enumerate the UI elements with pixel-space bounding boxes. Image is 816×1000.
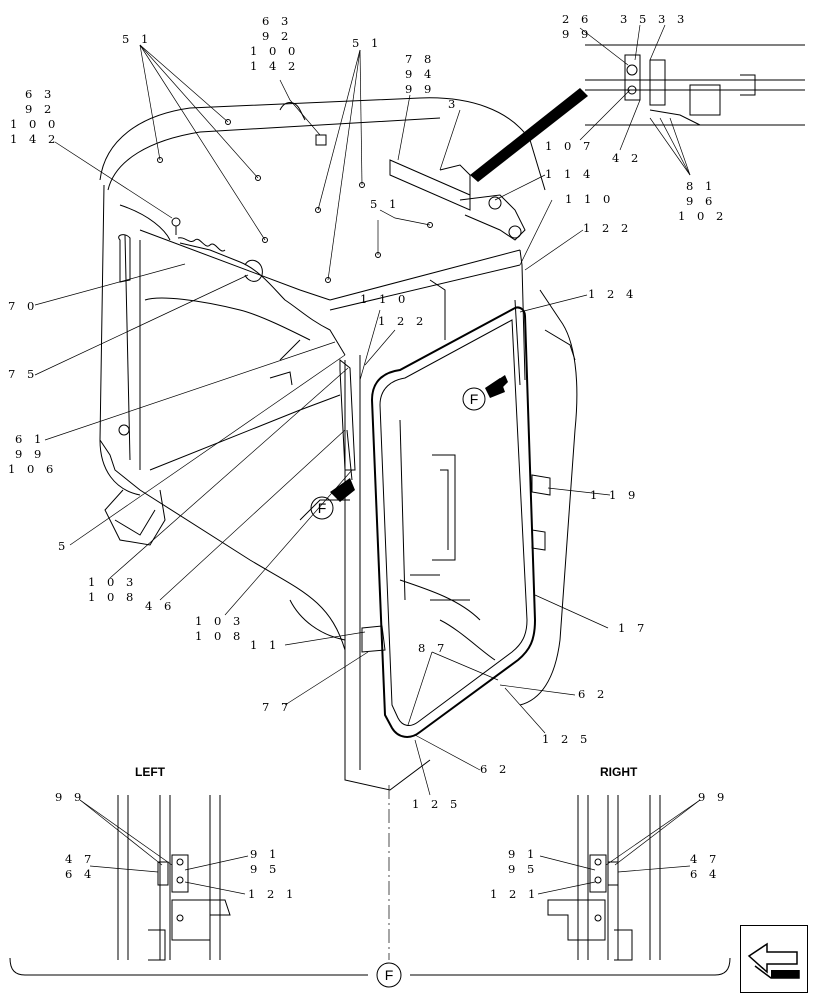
- callout-labels: 5 1 6 3 9 2 1 0 0 1 4 2 5 1 6 3 9 2 1 0 …: [8, 12, 727, 811]
- callout-87: 8 7: [418, 641, 448, 655]
- callout-96: 9 6: [686, 194, 716, 208]
- callout-99-hinge: 9 9: [405, 82, 435, 96]
- callout-70: 7 0: [8, 299, 38, 313]
- left-detail-leaders: [79, 799, 249, 895]
- cab-body: [99, 97, 578, 791]
- callout-114: 1 1 4: [545, 167, 594, 181]
- callout-51-top-left: 5 1: [122, 32, 152, 46]
- callout-108-a: 1 0 8: [88, 590, 137, 604]
- right-detail-view: [547, 795, 661, 961]
- callout-92-top: 9 2: [262, 29, 292, 43]
- left-strut: [339, 249, 526, 481]
- right-detail-leaders: [537, 799, 701, 895]
- detail-f-label-section: F: [385, 967, 394, 983]
- callout-77: 7 7: [262, 700, 292, 714]
- left-callout-99: 9 9: [55, 790, 85, 804]
- door-frame: [370, 306, 537, 738]
- left-callout-95: 9 5: [250, 862, 280, 876]
- callout-11: 1 1: [250, 638, 280, 652]
- left-callout-121: 1 2 1: [248, 887, 297, 901]
- callout-103-a: 1 0 3: [88, 575, 137, 589]
- detail-arrow-lower: [330, 478, 355, 502]
- inset-detail-top-right: [585, 44, 805, 126]
- callout-122-left: 1 2 2: [378, 314, 427, 328]
- callout-106: 1 0 6: [8, 462, 57, 476]
- pointer-arrow: [470, 88, 588, 182]
- callout-110-right: 1 1 0: [565, 192, 614, 206]
- callout-78: 7 8: [405, 52, 435, 66]
- callout-62-right: 6 2: [578, 687, 608, 701]
- top-hinge: [389, 88, 588, 241]
- left-callout-47: 4 7: [65, 852, 95, 866]
- callout-142-top: 1 4 2: [250, 59, 299, 73]
- section-right-title: RIGHT: [600, 765, 638, 779]
- callout-122-right: 1 2 2: [583, 221, 632, 235]
- callout-142-left: 1 4 2: [10, 132, 59, 146]
- callout-119: 1 1 9: [590, 488, 639, 502]
- nav-back-button[interactable]: [740, 925, 808, 993]
- callout-100-top: 1 0 0: [250, 44, 299, 58]
- callout-63-left: 6 3: [25, 87, 55, 101]
- rivets: [157, 119, 433, 283]
- callout-125-bottom: 1 2 5: [412, 797, 461, 811]
- callout-81: 8 1: [686, 179, 716, 193]
- right-callout-121: 1 2 1: [490, 887, 539, 901]
- right-callout-91: 9 1: [508, 847, 538, 861]
- callout-62-bottom: 6 2: [480, 762, 510, 776]
- right-detail-labels: 9 9 9 1 9 5 4 7 6 4 1 2 1: [490, 790, 728, 901]
- callout-99-inset: 9 9: [562, 27, 592, 41]
- left-detail-labels: 9 9 4 7 6 4 9 1 9 5 1 2 1: [55, 790, 297, 901]
- callout-125-right: 1 2 5: [542, 732, 591, 746]
- callout-5: 5: [58, 539, 69, 553]
- section-left-title: LEFT: [135, 765, 166, 779]
- callout-61: 6 1: [15, 432, 45, 446]
- detail-f-label-lower: F: [318, 500, 327, 516]
- detail-f-circle-upper: [462, 387, 486, 411]
- callout-63-top: 6 3: [262, 14, 292, 28]
- detail-f-circle-lower: [310, 496, 334, 520]
- callout-103-b: 1 0 3: [195, 614, 244, 628]
- callout-92-left: 9 2: [25, 102, 55, 116]
- callout-94: 9 4: [405, 67, 435, 81]
- callout-99-left: 9 9: [15, 447, 45, 461]
- callout-124: 1 2 4: [588, 287, 637, 301]
- right-callout-99: 9 9: [698, 790, 728, 804]
- callout-75: 7 5: [8, 367, 38, 381]
- right-callout-64: 6 4: [690, 867, 720, 881]
- hose-assembly: [119, 204, 346, 356]
- callout-3: 3: [448, 97, 459, 111]
- callout-51-center: 5 1: [370, 197, 400, 211]
- leader-lines: [34, 24, 691, 796]
- right-hinges: [361, 474, 551, 653]
- callout-17: 1 7: [618, 621, 648, 635]
- callout-46: 4 6: [145, 599, 175, 613]
- section-divider: [9, 785, 731, 988]
- callout-51-top-center: 5 1: [352, 36, 382, 50]
- callout-26: 2 6: [562, 12, 592, 26]
- arrow-back-icon: [747, 942, 800, 979]
- callout-33: 3 3: [658, 12, 688, 26]
- callout-110-left: 1 1 0: [360, 292, 409, 306]
- callout-108-b: 1 0 8: [195, 629, 244, 643]
- callout-107: 1 0 7: [545, 139, 594, 153]
- callout-42: 4 2: [612, 151, 642, 165]
- left-callout-64: 6 4: [65, 867, 95, 881]
- right-callout-95: 9 5: [508, 862, 538, 876]
- right-callout-47: 4 7: [690, 852, 720, 866]
- detail-f-label-upper: F: [470, 391, 479, 407]
- callout-100-left: 1 0 0: [10, 117, 59, 131]
- left-callout-91: 9 1: [250, 847, 280, 861]
- detail-arrow-upper: [485, 375, 508, 398]
- callout-35: 3 5: [620, 12, 650, 26]
- left-detail-view: [117, 795, 231, 961]
- callout-102: 1 0 2: [678, 209, 727, 223]
